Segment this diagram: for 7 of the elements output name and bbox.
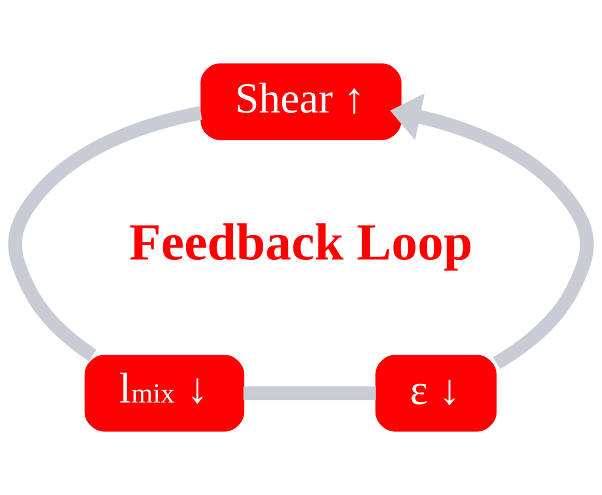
node-box: lmix ↓ [84,354,244,432]
connector [8,106,202,362]
connector [243,386,376,400]
arrow [390,93,594,370]
node-box: Shear ↑ [200,63,402,140]
node-box: ε ↓ [375,354,497,432]
label: Feedback Loop [129,214,473,272]
